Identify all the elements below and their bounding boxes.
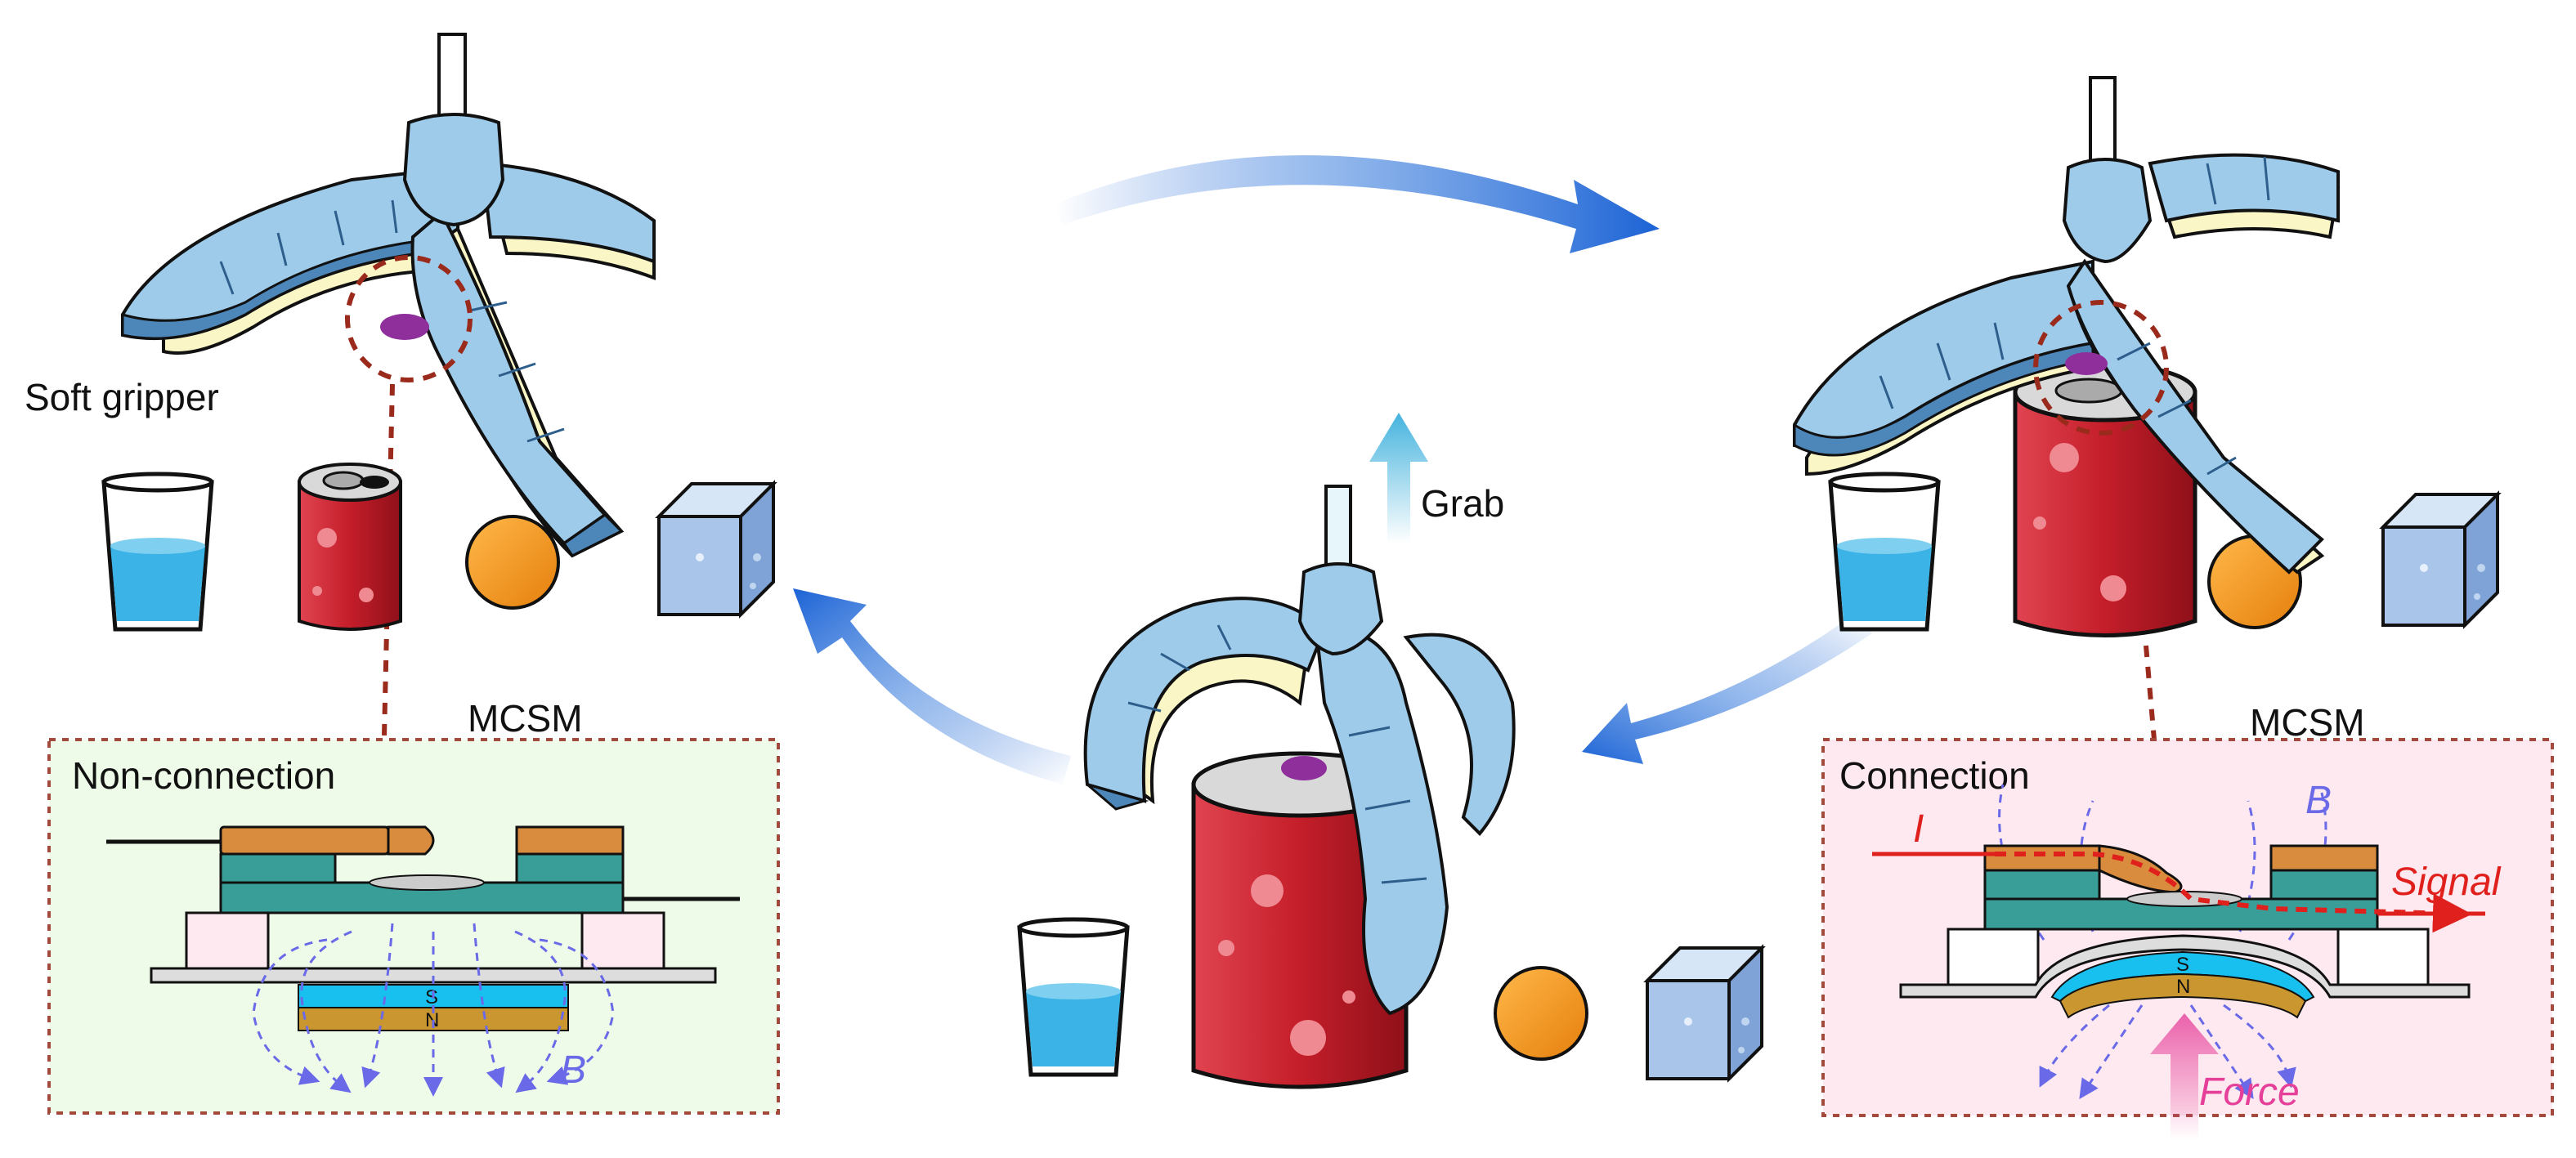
force-label: Force	[2199, 1071, 2300, 1114]
connection-panel: Connection B I Signal	[1821, 738, 2554, 1140]
current-i-label: I	[1913, 807, 1924, 851]
grab-arrow-icon	[1369, 413, 1428, 543]
force-arrow-icon	[2150, 1013, 2219, 1140]
cycle-arrow-icon	[793, 588, 1071, 785]
magnet-s-label: S	[2176, 954, 2189, 976]
grab-label: Grab	[1421, 482, 1504, 525]
ice-cube-icon	[657, 482, 775, 616]
soft-gripper-label: Soft gripper	[25, 376, 219, 418]
soft-gripper-icon	[121, 33, 656, 558]
ice-cube-icon	[2381, 493, 2499, 627]
mcsm-label-left: MCSM	[468, 697, 583, 740]
connection-title: Connection	[1839, 754, 2030, 797]
cycle-arrow-icon	[1055, 155, 1660, 253]
magnet-icon: S N	[2050, 950, 2315, 1019]
non-connection-panel: Non-connection S N	[47, 738, 780, 1115]
orange-ball-icon	[465, 515, 560, 610]
soft-gripper-icon	[1793, 76, 2341, 575]
ice-cube-icon	[1646, 946, 1763, 1080]
mcsm-label-right: MCSM	[2250, 701, 2365, 744]
water-glass-icon	[104, 474, 212, 629]
cycle-arrow-icon	[1582, 613, 1872, 764]
magnetic-field-lines	[252, 923, 615, 1097]
non-connection-title: Non-connection	[72, 754, 335, 797]
water-glass-icon	[1830, 474, 1938, 629]
zoom-leader-line	[2144, 645, 2157, 740]
water-glass-icon	[1019, 919, 1127, 1075]
zoom-circle	[345, 255, 473, 382]
soft-gripper-icon	[1083, 485, 1516, 1016]
field-b-label: B	[2305, 779, 2332, 822]
soda-can-icon	[1191, 751, 1409, 1089]
magnet-s-label: S	[425, 986, 438, 1008]
soda-can-icon	[298, 463, 402, 631]
field-b-label: B	[560, 1048, 586, 1092]
orange-ball-icon	[1494, 966, 1588, 1061]
magnet-n-label: N	[2176, 976, 2190, 998]
signal-label: Signal	[2391, 861, 2502, 904]
zoom-circle	[2033, 300, 2169, 436]
